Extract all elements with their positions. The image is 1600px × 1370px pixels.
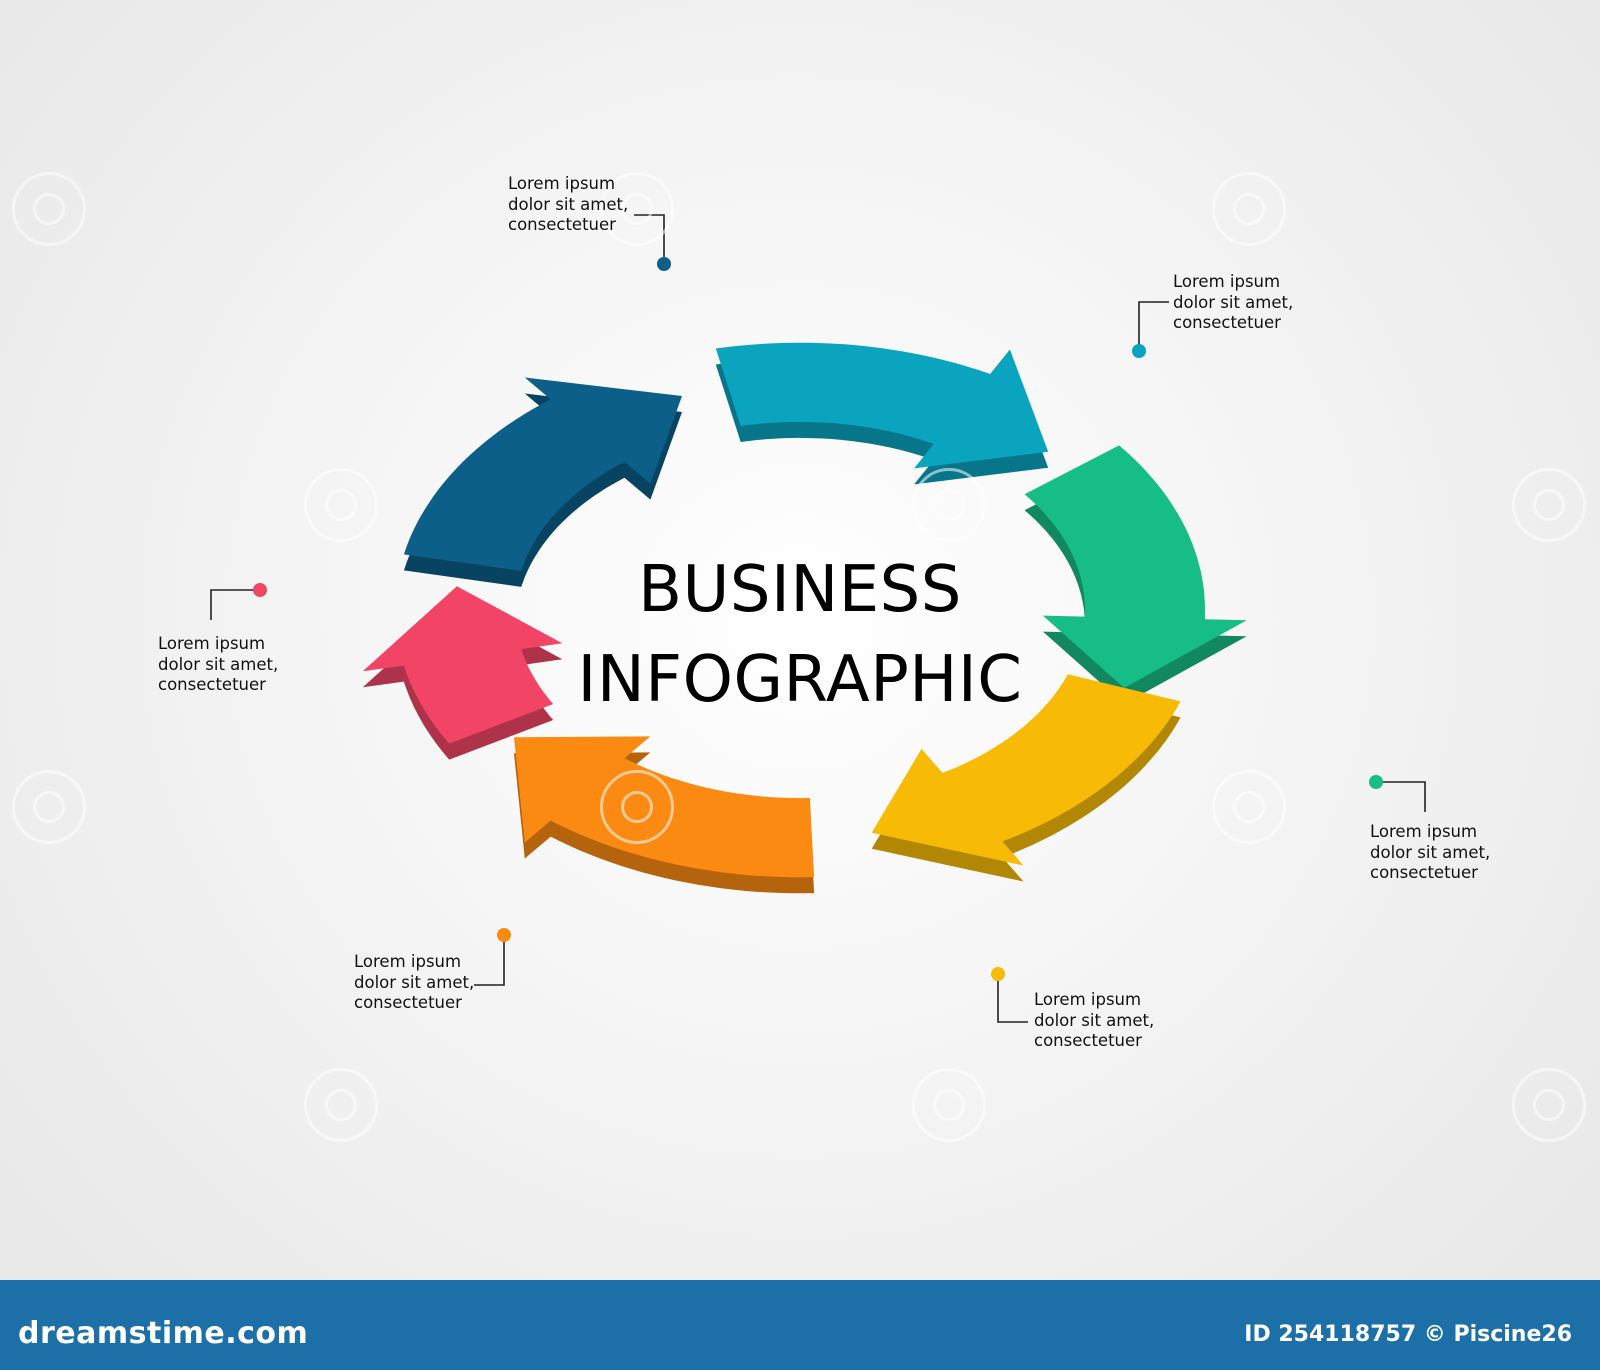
step-6-leader-line [210,589,260,620]
cycle-diagram [210,214,1426,1023]
step-1-line-3: consectetuer [508,215,616,234]
step-3-marker-dot [1369,775,1383,789]
cycle-arrow-3 [1024,445,1247,704]
step-5-leader-line [474,935,505,986]
watermark-logo-icon [304,1068,378,1142]
step-6-line-1: Lorem ipsum [158,634,266,653]
cycle-arrow-4 [871,674,1181,882]
title-line-1: BUSINESS [638,553,962,627]
step-4-label: Lorem ipsum dolor sit amet, consectetuer [1034,990,1154,1052]
step-5-line-3: consectetuer [354,993,462,1012]
watermark-logo-icon [1512,1068,1586,1142]
step-3-line-1: Lorem ipsum [1370,822,1478,841]
cycle-arrow-6 [362,586,563,760]
cycle-arrow-1-face [403,377,682,571]
infographic-canvas: BUSINESS INFOGRAPHIC Lorem ipsum dolor s… [12,172,1586,1142]
step-6-line-2: dolor sit amet, [158,654,279,674]
title-line-2: INFOGRAPHIC [577,643,1023,717]
watermark-logo-icon [12,172,86,246]
cycle-arrow-3-face [1024,445,1247,688]
step-3-label: Lorem ipsum dolor sit amet, consectetuer [1370,822,1490,884]
step-1-marker-dot [657,257,671,271]
step-6-marker-dot [253,583,267,597]
step-3-line-2: dolor sit amet, [1370,842,1491,862]
step-6-label: Lorem ipsum dolor sit amet, consectetuer [158,634,278,696]
step-5-label: Lorem ipsum dolor sit amet, consectetuer [354,952,474,1014]
step-2-line-3: consectetuer [1173,313,1281,332]
step-6-line-3: consectetuer [158,675,266,694]
step-1-label: Lorem ipsum dolor sit amet, consectetuer [508,174,628,236]
footer-brand: dreamstime.com [18,1316,309,1351]
cycle-arrow-4-face [871,674,1181,866]
step-1-line-2: dolor sit amet, [508,194,629,214]
cycle-arrow-2 [715,342,1049,485]
watermark-logo-icon [912,468,986,542]
step-5-marker-dot [497,928,511,942]
watermark-logo-icon [912,1068,986,1142]
step-2-label: Lorem ipsum dolor sit amet, consectetuer [1173,272,1293,334]
cycle-arrow-1 [403,377,682,587]
footer-bar: dreamstime.com ID 254118757 © Piscine26 [0,1280,1600,1370]
step-2-leader-line [1138,301,1169,351]
step-5-line-1: Lorem ipsum [354,952,462,971]
step-5-line-2: dolor sit amet, [354,972,475,992]
watermark-logo-icon [304,468,378,542]
step-3-line-3: consectetuer [1370,863,1478,882]
cycle-arrow-6-face [362,586,563,744]
step-4-leader-line [997,974,1028,1023]
watermark-logo-icon [12,770,86,844]
step-1-line-1: Lorem ipsum [508,174,616,193]
step-2-marker-dot [1132,344,1146,358]
step-4-line-3: consectetuer [1034,1031,1142,1050]
watermark-logo-icon [1212,172,1286,246]
step-2-line-2: dolor sit amet, [1173,292,1294,312]
step-4-line-2: dolor sit amet, [1034,1010,1155,1030]
watermark-logo-icon [600,172,674,246]
cycle-arrow-2-face [715,342,1049,469]
watermark-logo-icon [600,770,674,844]
step-4-line-1: Lorem ipsum [1034,990,1142,1009]
watermark-logo-icon [1512,468,1586,542]
step-4-marker-dot [991,967,1005,981]
watermark-logo-icon [1212,770,1286,844]
footer-image-id: ID 254118757 © Piscine26 [1244,1322,1572,1347]
step-2-line-1: Lorem ipsum [1173,272,1281,291]
step-3-leader-line [1376,781,1426,812]
